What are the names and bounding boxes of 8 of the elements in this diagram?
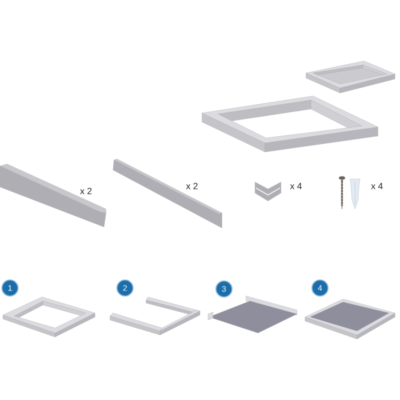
callout-number: 4 (311, 279, 329, 297)
quantity-label: x 2 (186, 182, 198, 190)
callout-number: 3 (215, 280, 233, 298)
quantity-label: x 2 (80, 188, 92, 194)
quantity-label: x 4 (371, 182, 383, 190)
callout-number: 2 (116, 279, 134, 297)
quantity-label: x 4 (290, 182, 302, 190)
callout-number: 1 (1, 279, 19, 297)
